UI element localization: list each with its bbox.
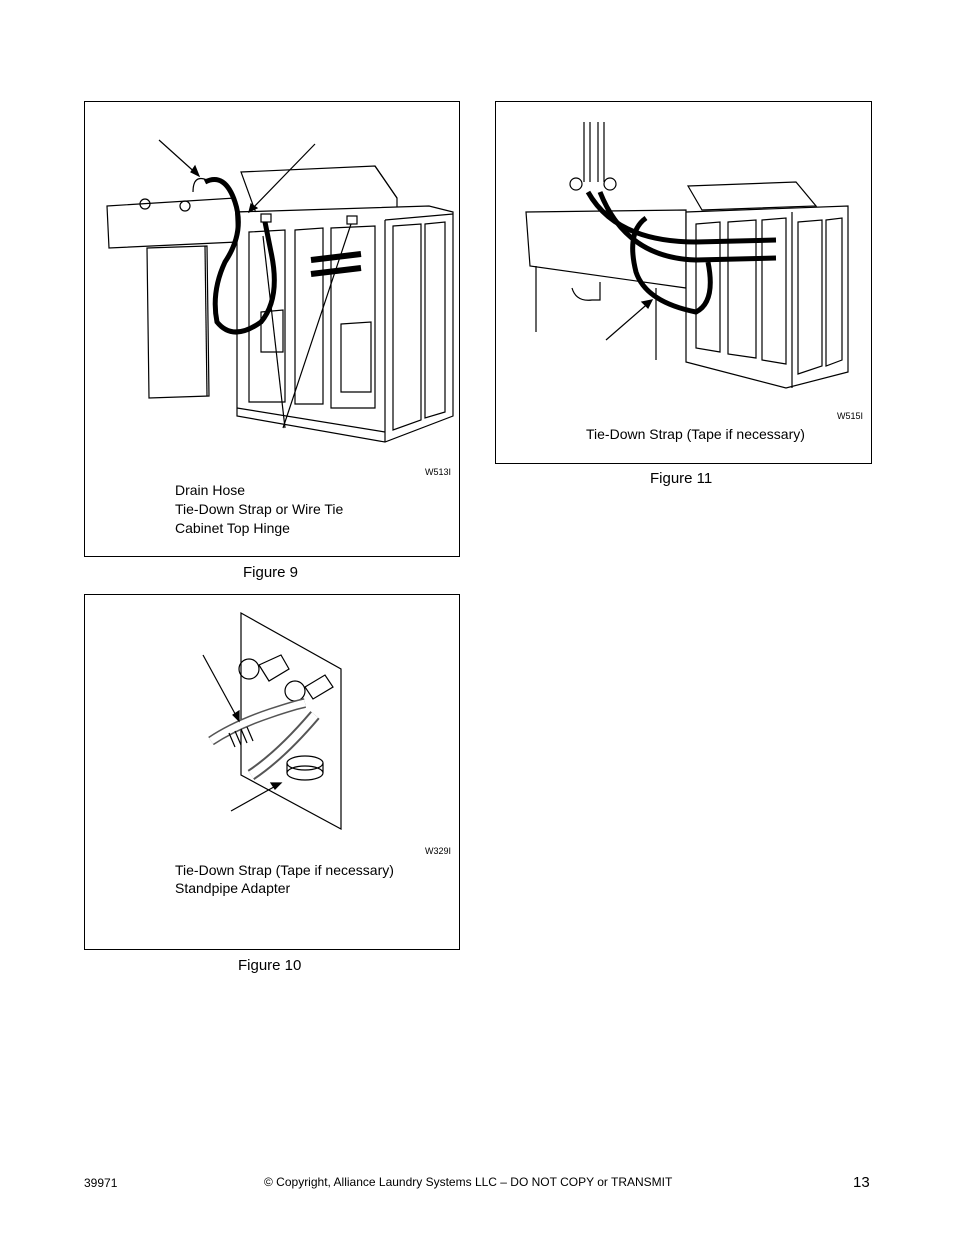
figure-10-label: Figure 10 — [238, 957, 302, 974]
figure-9-label: Figure 9 — [243, 564, 299, 581]
page-number: 13 — [853, 1174, 870, 1191]
figure-9-caption-1: Drain Hose — [175, 482, 246, 498]
figure-11-illustration — [525, 122, 849, 389]
figure-9-illustration — [106, 139, 454, 443]
figure-10-frame: W329I Tie-Down Strap (Tape if necessary)… — [84, 594, 460, 950]
figure-9-caption-2: Tie-Down Strap or Wire Tie — [175, 501, 344, 517]
figure-11-label: Figure 11 — [650, 470, 713, 487]
figure-11-frame: W515I Tie-Down Strap (Tape if necessary) — [495, 101, 872, 464]
figure-10-code: W329I — [425, 846, 452, 856]
figure-10-caption-2: Standpipe Adapter — [175, 880, 291, 896]
figure-11-code: W515I — [837, 411, 864, 421]
figure-9-frame: W513I Drain Hose Tie-Down Strap or Wire … — [84, 101, 460, 557]
figure-9-caption-3: Cabinet Top Hinge — [175, 520, 290, 536]
figure-10-illustration — [202, 611, 342, 831]
figure-9-code: W513I — [425, 467, 452, 477]
document-number: 39971 — [84, 1176, 118, 1190]
copyright-notice: © Copyright, Alliance Laundry Systems LL… — [264, 1175, 673, 1189]
figure-10-caption-1: Tie-Down Strap (Tape if necessary) — [175, 862, 394, 878]
figure-11-caption: Tie-Down Strap (Tape if necessary) — [586, 426, 805, 442]
